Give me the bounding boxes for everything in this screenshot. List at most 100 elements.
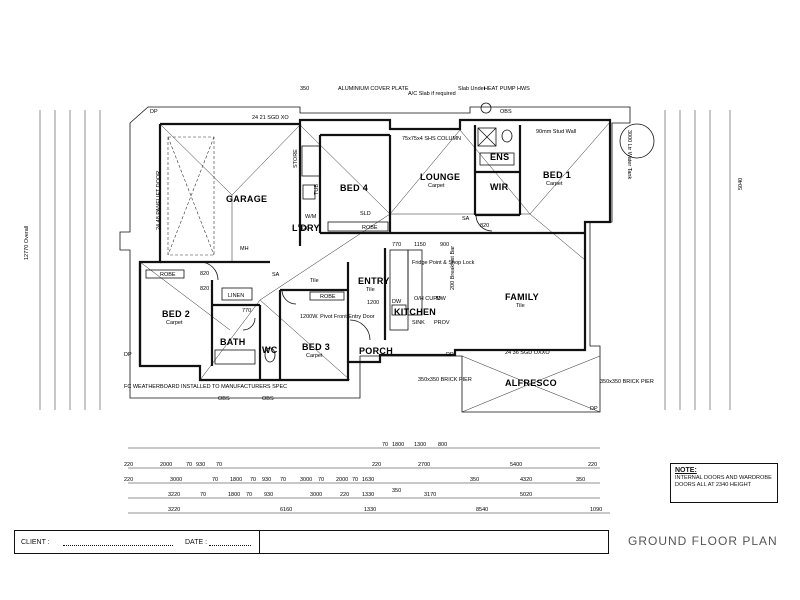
dim-door-3: 770	[392, 242, 401, 248]
note-panelift: 24 48 PANELIFT DOOR	[156, 171, 162, 230]
dim-door-1: 820	[200, 271, 209, 277]
bed1-floor: Carpet	[546, 181, 563, 187]
dim-b1-1: 2000	[160, 462, 172, 468]
note-dw: DW	[392, 299, 402, 305]
dim-b2-7: 3000	[300, 477, 312, 483]
note-fridge: Fridge Point & Shop Lock	[412, 260, 475, 266]
roof-hip-line	[529, 383, 601, 413]
door-swing	[199, 261, 219, 281]
date-line[interactable]	[209, 545, 251, 546]
room-label-bed1: BED 1	[543, 170, 571, 180]
note-aluminium: ALUMINIUM COVER PLATE	[338, 86, 409, 92]
note-ac-slab: A/C Slab if required	[408, 91, 456, 97]
garage-door-diag	[167, 136, 215, 256]
dim-b2-0: 220	[124, 477, 133, 483]
note-breakfast: 200 Breakfast Bar	[450, 246, 456, 290]
client-signature-line[interactable]	[63, 545, 173, 546]
dim-b2-9: 2000	[336, 477, 348, 483]
roof-hip-line	[231, 124, 301, 196]
robe-bed2	[145, 269, 185, 279]
dim-b2-2: 70	[212, 477, 218, 483]
room-label-family: FAMILY	[505, 292, 539, 302]
note-obs-3: OBS	[500, 109, 512, 115]
dim-b4-3: 8540	[476, 507, 488, 513]
dim-b1-0: 220	[124, 462, 133, 468]
roof-hip-line	[299, 124, 391, 215]
roof-hip-line	[529, 213, 586, 261]
door-swing	[475, 214, 493, 232]
linen-label: LINEN	[228, 293, 244, 299]
dim-b3-5: 3000	[310, 492, 322, 498]
dim-b3-7: 1330	[362, 492, 374, 498]
dim-b1-2: 70	[186, 462, 192, 468]
dim-door-4: 1150	[414, 242, 426, 248]
dim-door-5: 900	[440, 242, 449, 248]
room-label-porch: PORCH	[359, 346, 393, 356]
dim-left-overall: 12770 Overall	[24, 226, 30, 260]
breakfast-bar	[407, 249, 423, 316]
dim-b2-4: 70	[250, 477, 256, 483]
note-brick-pier-1: 350x350 BRICK PIER	[418, 377, 472, 383]
roof-hip-line	[159, 123, 233, 196]
ens-shower	[477, 127, 497, 147]
note-dp-2: DP	[124, 352, 132, 358]
mh-label: MH	[240, 246, 249, 252]
door-swing	[349, 319, 371, 341]
room-label-bath: BATH	[220, 337, 246, 347]
heat-pump-unit	[480, 102, 492, 114]
sa-label: SA	[272, 272, 280, 278]
note-stud-wall: 90mm Stud Wall	[536, 129, 576, 135]
dim-b4-0: 3220	[168, 507, 180, 513]
client-signoff-bar: CLIENT : DATE :	[14, 530, 609, 554]
roof-hip-line	[461, 383, 531, 413]
dim-door-6: 1200	[367, 300, 379, 306]
dim-right-overall: 5040	[738, 178, 744, 190]
family-floor: Tile	[516, 303, 525, 309]
note-weatherboard: FC WEATHERBOARD INSTALLED TO MANUFACTURE…	[124, 384, 287, 390]
roof-hip-line	[529, 355, 601, 385]
room-label-bed3: BED 3	[302, 342, 330, 352]
room-label-wir: WIR	[490, 182, 509, 192]
dim-b4-1: 6160	[280, 507, 292, 513]
dim-door-9: 770	[242, 308, 251, 314]
external-wall	[138, 118, 612, 382]
note-dp-4: DP	[590, 406, 598, 412]
plan-title: GROUND FLOOR PLAN	[628, 534, 778, 548]
robe-bed4	[327, 221, 389, 232]
dim-b4-4: 1090	[590, 507, 602, 513]
water-tank	[619, 123, 655, 159]
note-sgd-oxxo: 24 36 SGD OXXO	[505, 350, 550, 356]
roof-hip-line	[259, 299, 351, 381]
note-sgd-xo: 24 21 SGD XO	[252, 115, 289, 121]
note-sink: SINK	[412, 320, 425, 326]
lounge-floor: Carpet	[428, 183, 445, 189]
sld-label: SLD	[360, 211, 371, 217]
sa-label-lounge: SA	[462, 216, 470, 222]
store-label: STORE	[293, 149, 299, 168]
room-label-garage: GARAGE	[226, 194, 267, 204]
room-label-bed2: BED 2	[162, 309, 190, 319]
dim-top-row-1: 1800	[392, 442, 404, 448]
room-label-entry: ENTRY	[358, 276, 390, 286]
kitchen-bench	[389, 249, 409, 331]
note-obs-1: OBS	[218, 396, 230, 402]
note-cupd: O/H CUPD	[414, 296, 441, 302]
dim-b3-10: 5020	[520, 492, 532, 498]
dim-top-row-2: 1300	[414, 442, 426, 448]
dim-b2-8: 70	[318, 477, 324, 483]
room-label-wc: WC	[262, 345, 278, 355]
note-obs-2: OBS	[262, 396, 274, 402]
note-title: NOTE:	[675, 467, 697, 474]
dim-top-row-3: 800	[438, 442, 447, 448]
door-swing	[281, 289, 297, 305]
dim-b3-8: 350	[392, 488, 401, 494]
robe-bed2-label: ROBE	[160, 272, 176, 278]
robe-bed3-label: ROBE	[320, 294, 336, 300]
note-dp-1: DP	[150, 109, 158, 115]
garage-door-diag	[167, 136, 215, 256]
dim-b2-3: 1800	[230, 477, 242, 483]
room-label-ldry: L'DRY	[292, 223, 320, 233]
shower-diag	[477, 127, 497, 147]
dim-b1-4: 70	[216, 462, 222, 468]
roof-hip-line	[461, 355, 531, 385]
